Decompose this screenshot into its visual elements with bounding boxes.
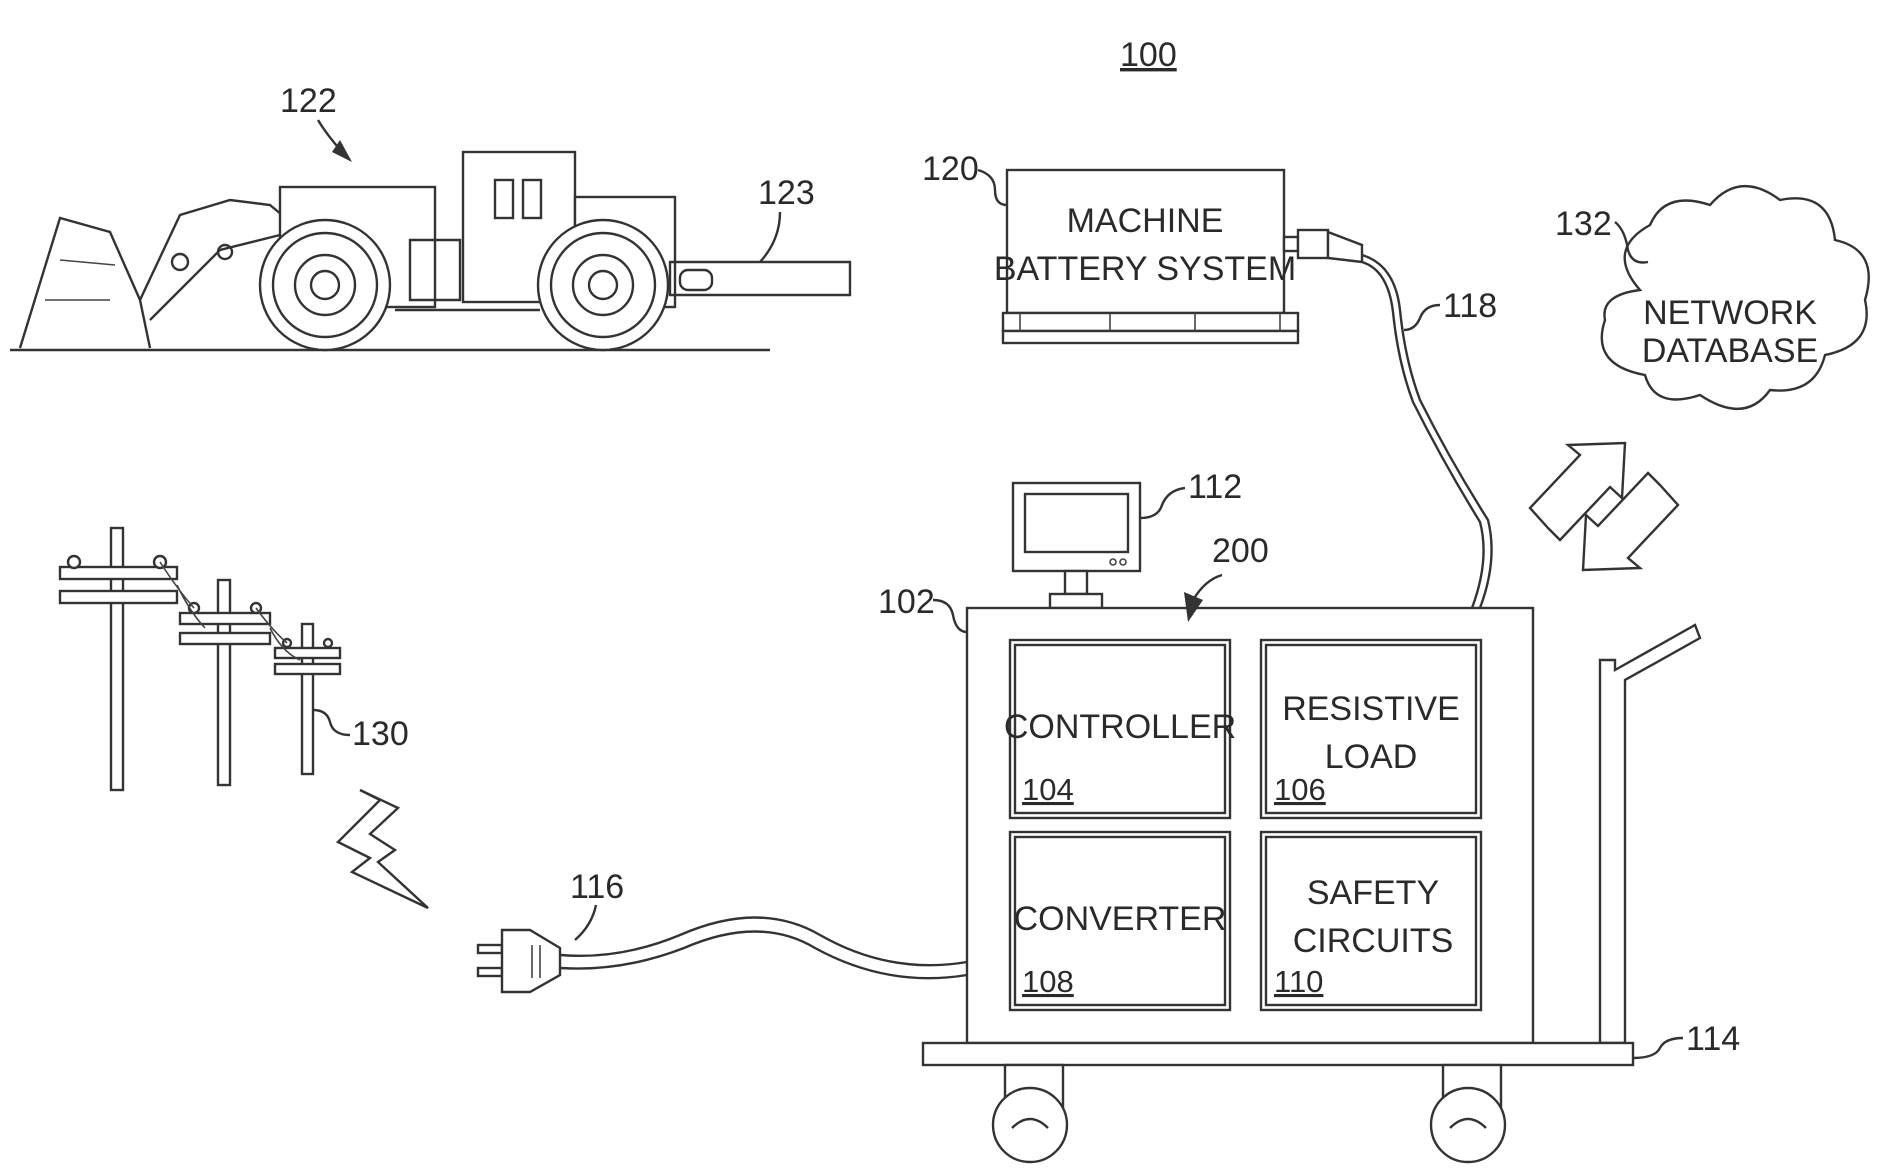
safety-label-2: CIRCUITS [1293,922,1454,960]
module-resistive-load: RESISTIVE LOAD 106 [1261,640,1481,818]
assembly-ref-leader [1193,575,1222,600]
safety-ref: 110 [1274,964,1323,999]
cart-ref-leader [1633,1038,1683,1058]
cable-connector [1298,230,1328,258]
battery-system: MACHINE BATTERY SYSTEM [994,170,1298,343]
battery-pallet [1003,313,1298,331]
cable-ref-leader [1404,305,1440,330]
utility-poles [60,528,340,790]
plug-ref: 116 [570,868,624,906]
tow-ref-leader [760,212,780,262]
cart-wheel-right [1431,1088,1505,1162]
monitor-stand [1065,571,1087,594]
converter-label: CONVERTER [1014,900,1227,938]
pole-2 [218,580,230,785]
battery-line1: MACHINE [1067,202,1224,240]
front-wheel [260,220,390,350]
data-exchange-arrows [1530,443,1678,570]
module-converter: CONVERTER 108 [1010,832,1230,1010]
plug-prong-top [478,945,502,953]
cart-wheel-left [993,1088,1067,1162]
safety-label-1: SAFETY [1307,874,1439,912]
cart-platform [923,1043,1633,1065]
network-cloud: NETWORK DATABASE [1602,186,1869,409]
plug-body [502,930,560,992]
plug-prong-bottom [478,968,502,976]
power-plug [478,918,967,993]
display-monitor [1013,483,1140,608]
figure-ref: 100 [1120,36,1177,74]
module-controller: CONTROLLER 104 [1004,640,1236,818]
module-safety-circuits: SAFETY CIRCUITS 110 [1261,832,1481,1010]
rear-wheel [538,220,668,350]
mining-loader-illustration [10,152,850,350]
battery-ref-leader [978,170,1007,205]
assembly-ref: 200 [1212,532,1269,570]
power-lines-ref: 130 [352,715,409,753]
controller-label: CONTROLLER [1004,708,1236,746]
resistive-ref: 106 [1274,772,1326,807]
enclosure-ref: 102 [878,583,935,621]
machine-ref: 122 [280,82,337,120]
plug-ref-leader [575,905,596,940]
power-lines-ref-leader [313,710,350,735]
enclosure-ref-leader [933,600,967,632]
network-line1: NETWORK [1643,294,1817,332]
battery-ref: 120 [922,150,979,188]
pole-3 [302,624,313,774]
lightning-icon [338,790,428,908]
display-ref: 112 [1188,468,1242,506]
converter-ref: 108 [1022,964,1074,999]
cart-handle [1600,625,1700,1043]
network-line2: DATABASE [1642,332,1818,370]
cable-116 [560,918,967,966]
cable-ref: 118 [1443,287,1497,325]
bucket [20,218,150,348]
tow-ref: 123 [758,174,815,212]
battery-box [1007,170,1284,313]
resistive-label-2: LOAD [1325,738,1418,776]
cart-ref: 114 [1686,1020,1740,1058]
battery-line2: BATTERY SYSTEM [994,250,1296,288]
monitor-base [1050,594,1102,608]
resistive-label-1: RESISTIVE [1282,690,1460,728]
monitor-frame [1013,483,1140,571]
display-ref-leader [1140,488,1185,518]
network-ref: 132 [1555,205,1612,243]
controller-ref: 104 [1022,772,1074,807]
